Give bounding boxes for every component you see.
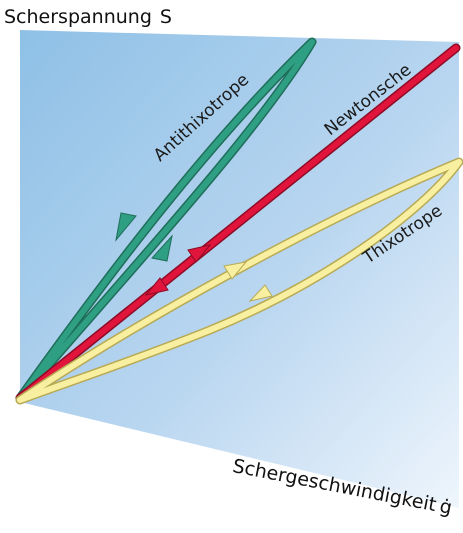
antithixotrope-arrow-up (151, 234, 173, 262)
newtonsche-arrow-down (144, 277, 169, 296)
thixotrope-arrow-down (248, 284, 273, 302)
newtonsche-arrow-up (187, 244, 212, 263)
thixotrope-arrow-up (223, 261, 248, 280)
y-axis-symbol: S (159, 6, 172, 28)
y-axis-title: Scherspannung S (4, 6, 172, 28)
antithixotrope-curve (15, 37, 317, 403)
thixotrope-curve (15, 157, 463, 405)
antithixotrope-arrow-down (115, 212, 137, 242)
newtonsche-curve (15, 43, 461, 403)
y-axis-label: Scherspannung (4, 6, 152, 28)
